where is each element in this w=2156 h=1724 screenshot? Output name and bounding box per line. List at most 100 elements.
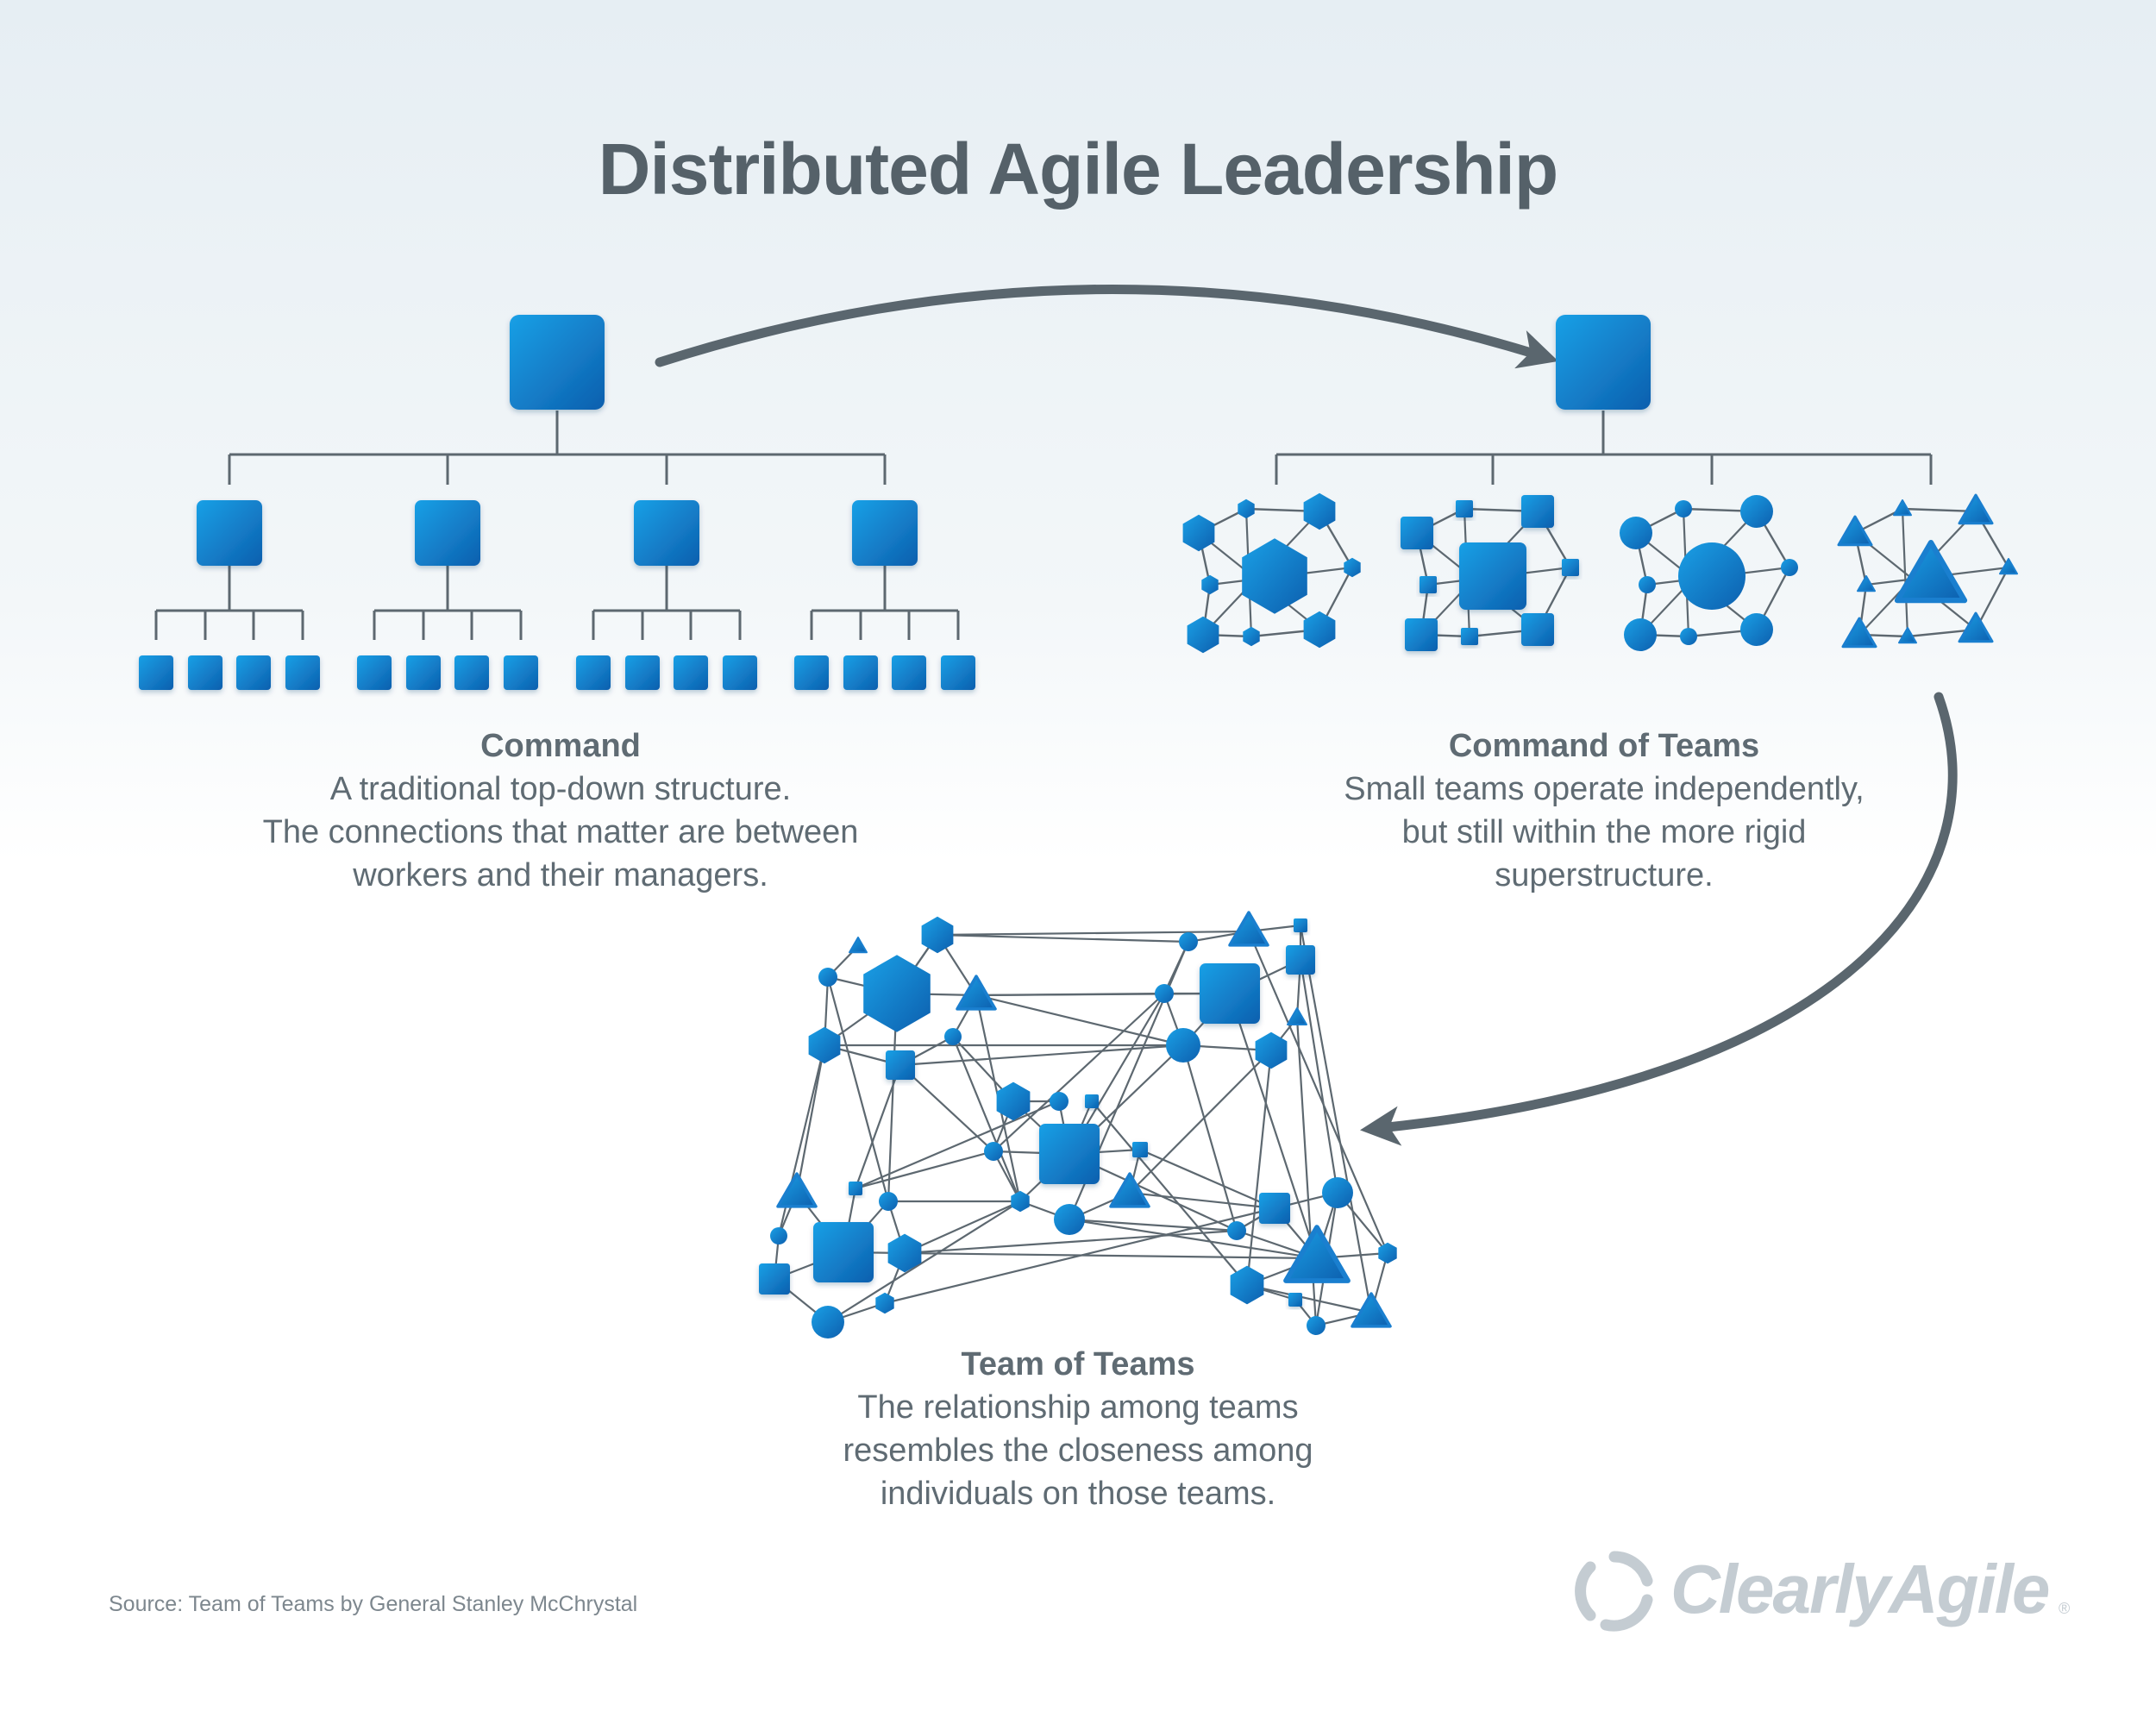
connector-line xyxy=(827,1201,1021,1323)
square-node xyxy=(759,1263,790,1295)
circle-node xyxy=(812,1306,844,1338)
worker-node xyxy=(576,655,611,690)
triangle-node xyxy=(1893,499,1912,517)
circle-node xyxy=(818,968,837,987)
square-node xyxy=(1286,945,1315,975)
square-node xyxy=(1401,517,1433,549)
hexagon-node xyxy=(1230,1265,1264,1305)
connector-line xyxy=(1069,1218,1318,1260)
square-node xyxy=(1405,618,1438,651)
connector-line xyxy=(1247,931,1389,1254)
connector-line xyxy=(1228,993,1319,1259)
caption-command-of-teams-line-3: superstructure. xyxy=(1495,857,1714,893)
connector-line xyxy=(855,1100,1060,1190)
command-of-teams-nodes xyxy=(1182,315,2018,654)
command-hierarchy xyxy=(154,411,960,640)
circle-node xyxy=(879,1192,898,1211)
connector-line xyxy=(951,1036,1022,1202)
square-node xyxy=(1521,613,1554,646)
connector-line xyxy=(826,976,890,1202)
circle-node xyxy=(1054,1204,1085,1235)
command-of-teams-connectors xyxy=(1275,411,1933,485)
connector-line xyxy=(1091,1100,1248,1286)
caption-team-of-teams-line-2: resembles the closeness among xyxy=(843,1432,1313,1469)
caption-command: Command A traditional top-down structure… xyxy=(172,724,949,897)
worker-node xyxy=(454,655,489,690)
worker-node xyxy=(357,655,392,690)
hexagon-node xyxy=(1201,574,1219,595)
circle-node xyxy=(944,1028,962,1045)
square-node xyxy=(1085,1094,1099,1108)
circle-node xyxy=(1620,517,1652,549)
worker-node xyxy=(504,655,538,690)
triangle-node xyxy=(1958,493,1994,525)
triangle-node xyxy=(776,1172,818,1208)
network-nodes xyxy=(759,911,1397,1338)
square-node xyxy=(1200,963,1260,1024)
connector-line xyxy=(904,1200,1021,1255)
square-node xyxy=(849,1182,862,1195)
square-node xyxy=(1456,500,1473,517)
triangle-node xyxy=(1109,1172,1150,1208)
triangle-node xyxy=(1958,611,1994,643)
circle-node xyxy=(1179,932,1198,951)
caption-command-line-2: The connections that matter are between xyxy=(262,814,859,850)
hexagon-node xyxy=(1303,492,1336,530)
circle-node xyxy=(1050,1092,1069,1111)
connector-line xyxy=(904,1251,1318,1260)
square-node xyxy=(1461,628,1478,645)
square-node xyxy=(1521,495,1554,528)
hexagon-node xyxy=(1242,538,1307,614)
connector-line xyxy=(937,930,1250,937)
circle-node xyxy=(1624,618,1657,651)
hexagon-node xyxy=(808,1026,841,1064)
arrow-command-of-teams-to-team-of-teams xyxy=(1360,692,1958,1146)
circle-node xyxy=(1166,1028,1200,1063)
connector-line xyxy=(1902,507,1977,513)
connector-line xyxy=(937,933,1189,943)
triangle-node xyxy=(956,975,997,1011)
square-node xyxy=(1420,576,1437,593)
hexagon-node xyxy=(1187,616,1219,654)
manager-node xyxy=(634,500,699,566)
worker-node xyxy=(941,655,975,690)
top-manager-node xyxy=(1556,315,1651,410)
worker-node xyxy=(794,655,829,690)
connector-line xyxy=(1974,567,2010,630)
caption-command-heading: Command xyxy=(480,728,641,764)
connector-line xyxy=(1181,1044,1238,1232)
top-manager-node xyxy=(510,315,605,410)
square-node xyxy=(1259,1193,1290,1224)
caption-command-of-teams: Command of Teams Small teams operate ind… xyxy=(1216,724,1992,897)
triangle-node xyxy=(849,937,868,954)
connector-line xyxy=(1901,508,1909,637)
hexagon-node xyxy=(996,1081,1031,1121)
logo-registered-mark: ® xyxy=(2059,1600,2071,1617)
connector-line xyxy=(795,1044,826,1194)
connector-line xyxy=(854,1064,902,1189)
circle-node xyxy=(984,1142,1003,1161)
caption-command-line-1: A traditional top-down structure. xyxy=(329,771,792,807)
circle-node xyxy=(1155,984,1174,1003)
connector-line xyxy=(1069,1218,1238,1232)
team-cluster-circle xyxy=(1620,495,1798,651)
connector-line xyxy=(1129,1191,1275,1210)
worker-node xyxy=(674,655,708,690)
circle-node xyxy=(1740,495,1773,528)
caption-command-line-3: workers and their managers. xyxy=(353,857,768,893)
team-of-teams-network xyxy=(759,911,1397,1338)
circle-node xyxy=(1678,542,1745,610)
connector-line xyxy=(975,992,1165,997)
triangle-node xyxy=(1351,1292,1392,1328)
connector-line xyxy=(1245,1050,1273,1286)
circle-node xyxy=(770,1227,787,1244)
square-node xyxy=(1294,918,1307,932)
triangle-node xyxy=(1841,617,1877,649)
hexagon-node xyxy=(1255,1031,1288,1069)
hexagon-node xyxy=(875,1292,894,1314)
manager-node xyxy=(852,500,918,566)
connector-line xyxy=(1246,1283,1372,1314)
manager-node xyxy=(197,500,262,566)
team-cluster-triangle xyxy=(1837,493,2018,649)
